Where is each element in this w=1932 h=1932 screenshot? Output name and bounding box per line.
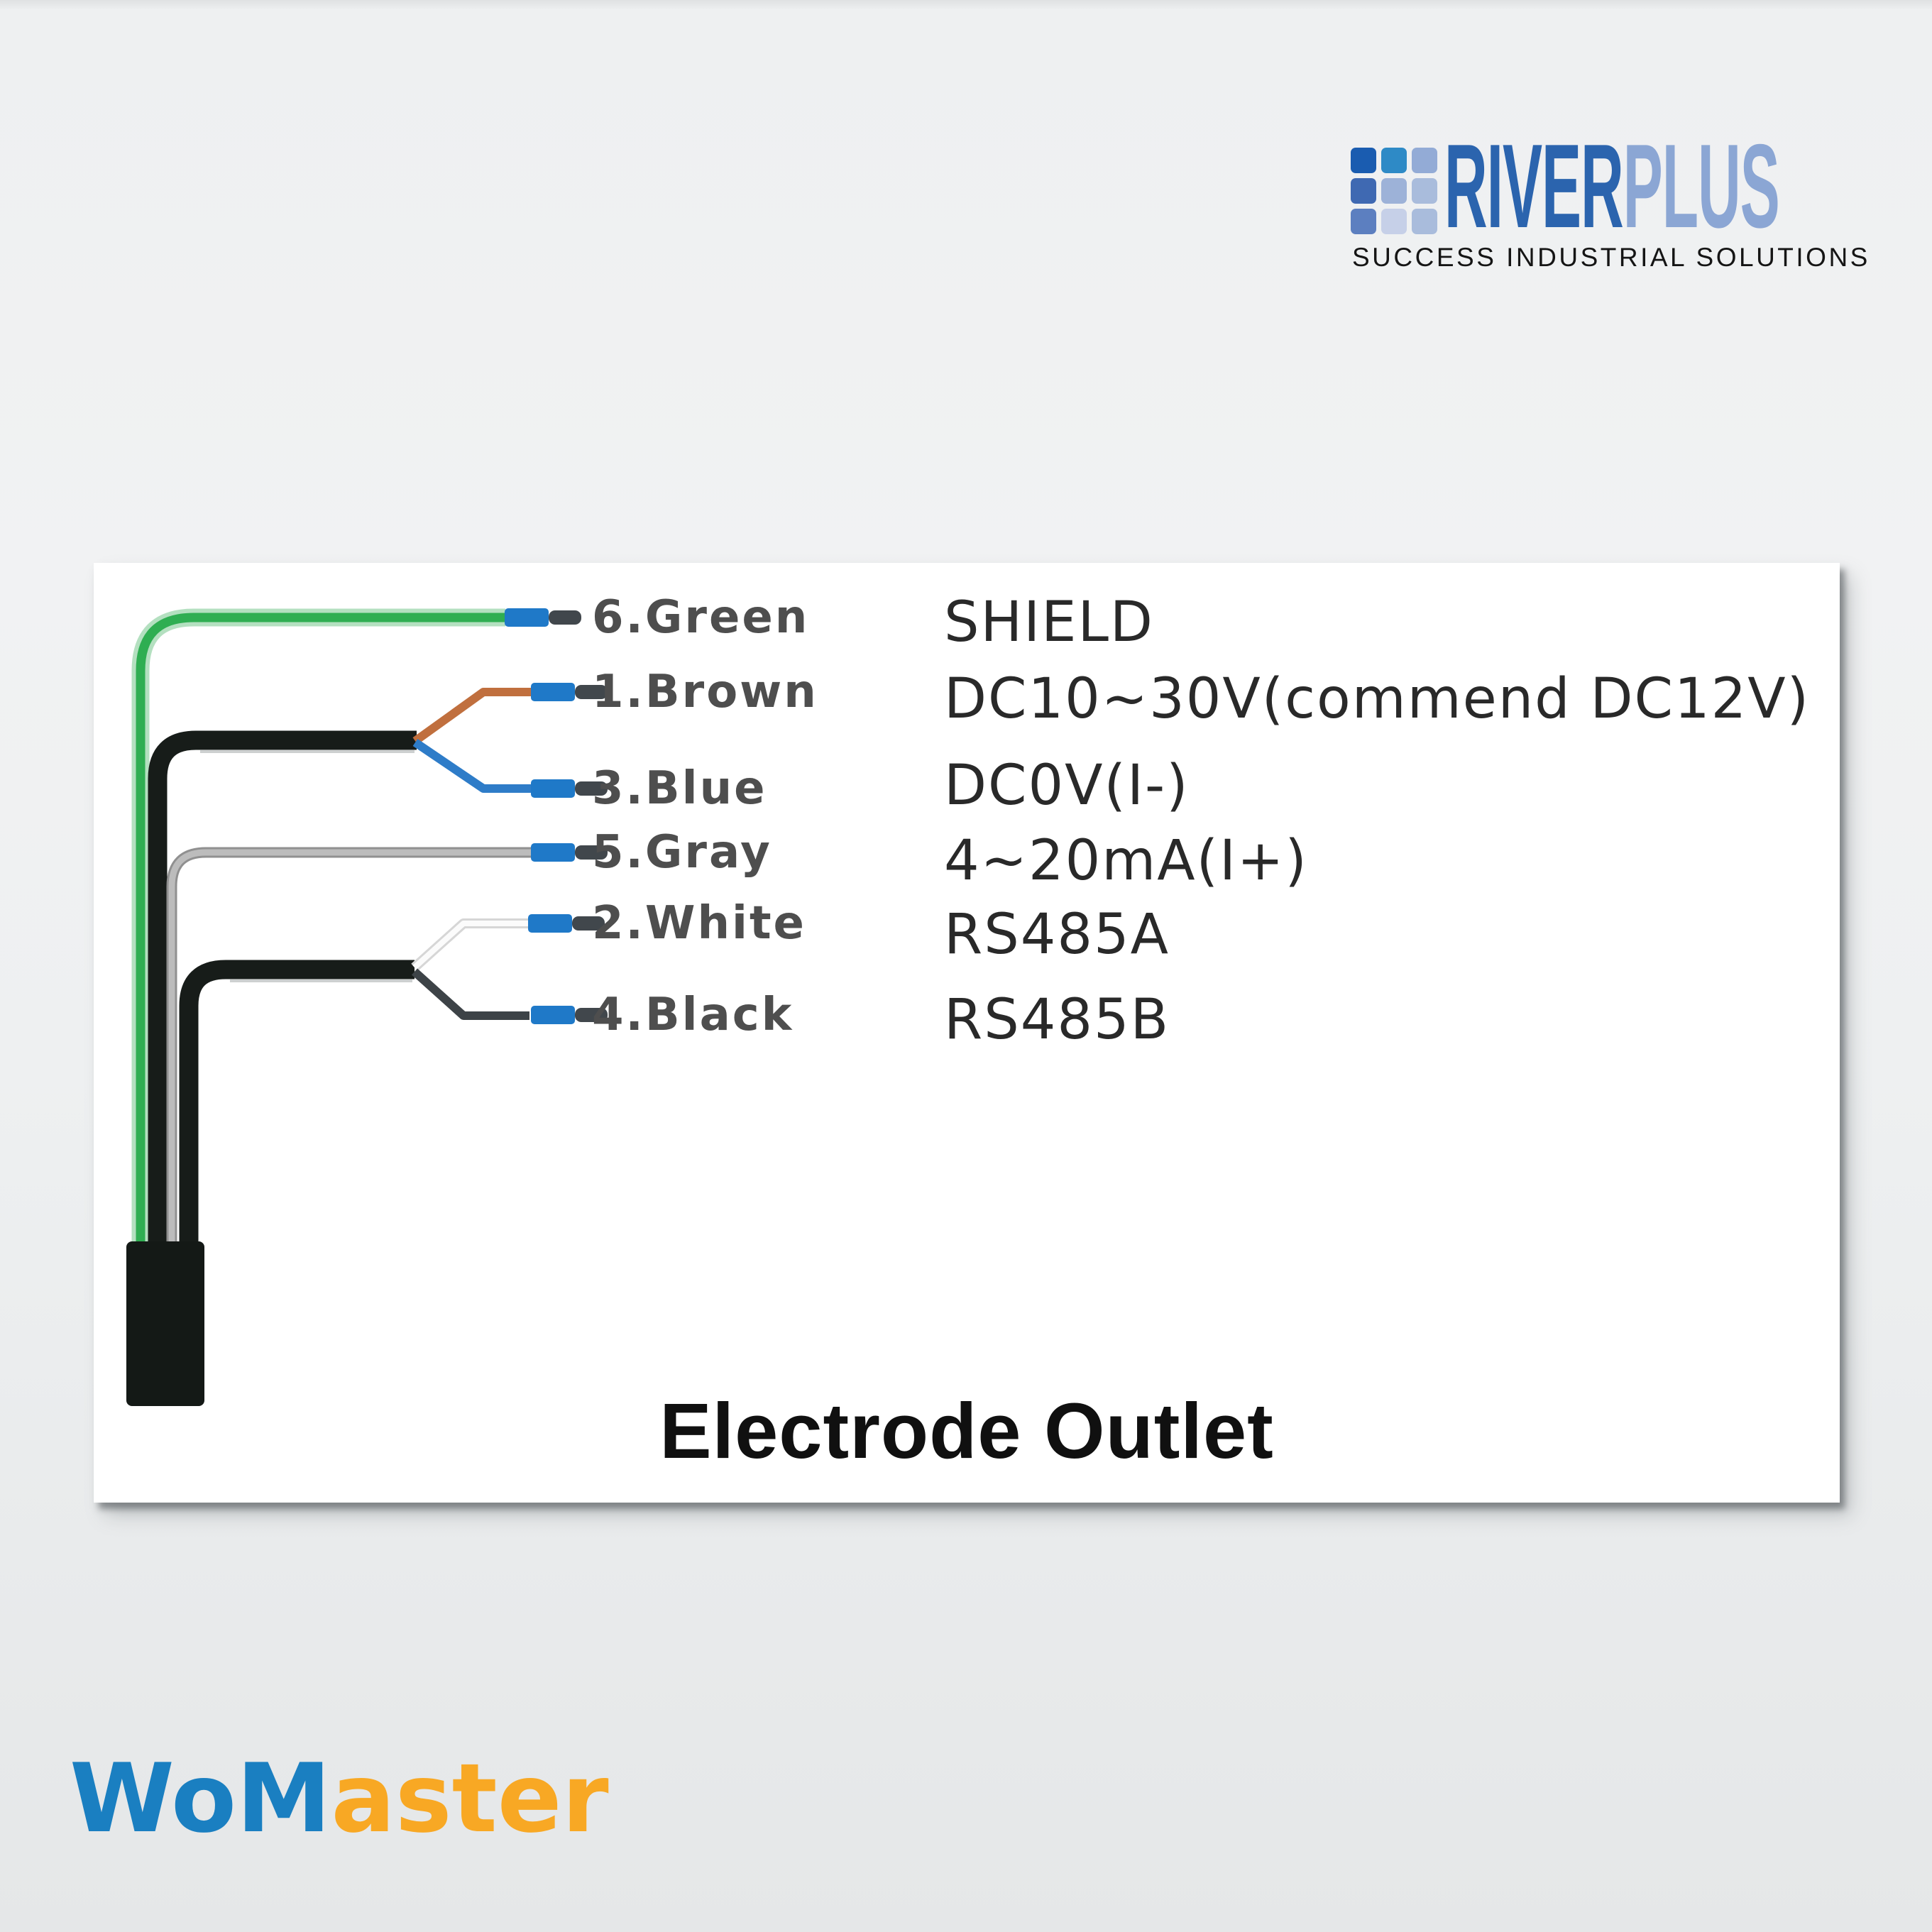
- wire-white-outline: [411, 918, 528, 972]
- riverplus-grid-square: [1381, 209, 1407, 234]
- riverplus-tagline: SUCCESS INDUSTRIAL SOLUTIONS: [1352, 243, 1870, 272]
- riverplus-text-river: RIVER: [1444, 119, 1624, 253]
- cable-lower: [179, 960, 415, 1248]
- womaster-text-wom: WoM: [70, 1743, 331, 1854]
- riverplus-logo-text: RIVERPLUS: [1444, 126, 1780, 246]
- wire-black: [411, 968, 529, 1020]
- riverplus-grid-square: [1412, 148, 1437, 173]
- wire-label-brown: 1.Brown: [592, 666, 818, 718]
- riverplus-grid-square: [1381, 178, 1407, 204]
- wire-label-white: 2.White: [592, 897, 806, 950]
- cable-sheath: [126, 1241, 204, 1406]
- wire-signal-4-20ma: 4~20mA(I+): [944, 829, 1308, 893]
- diagram-title: Electrode Outlet: [659, 1388, 1274, 1475]
- riverplus-grid-icon: [1351, 148, 1437, 234]
- wire-signal-rs485a: RS485A: [944, 903, 1170, 967]
- riverplus-text-plus: PLUS: [1623, 119, 1780, 253]
- wire-signal-dc0v: DC0V(I-): [944, 754, 1190, 818]
- wire-label-green: 6.Green: [592, 591, 810, 644]
- wire-label-gray: 5.Gray: [592, 826, 772, 879]
- wiring-diagram-graphic: [126, 608, 608, 1406]
- wire-label-black: 4.Black: [592, 989, 794, 1041]
- riverplus-grid-square: [1351, 148, 1376, 173]
- wire-gray: [168, 849, 532, 1248]
- riverplus-grid-square: [1381, 148, 1407, 173]
- riverplus-grid-square: [1351, 178, 1376, 204]
- wire-label-blue: 3.Blue: [592, 762, 767, 815]
- wire-signal-rs485b: RS485B: [944, 988, 1170, 1052]
- cable-upper: [148, 730, 417, 1248]
- wire-connectors: [505, 608, 608, 1024]
- wire-signal-shield: SHIELD: [944, 591, 1154, 654]
- wire-green: [136, 613, 505, 1248]
- wire-white: [412, 921, 528, 970]
- womaster-logo: WoMaster: [70, 1751, 609, 1846]
- wire-blue: [412, 739, 532, 793]
- wire-signal-power: DC10~30V(commend DC12V): [944, 667, 1811, 731]
- riverplus-grid-square: [1351, 209, 1376, 234]
- riverplus-grid-square: [1412, 209, 1437, 234]
- wire-brown: [412, 688, 532, 745]
- riverplus-logo: RIVERPLUS SUCCESS INDUSTRIAL SOLUTIONS: [1351, 126, 1867, 275]
- wire-gray-edge: [166, 847, 532, 1248]
- riverplus-grid-square: [1412, 178, 1437, 204]
- wiring-panel: 6.Green 1.Brown 3.Blue 5.Gray 2.White 4.…: [94, 563, 1840, 1503]
- womaster-text-aster: aster: [331, 1743, 609, 1854]
